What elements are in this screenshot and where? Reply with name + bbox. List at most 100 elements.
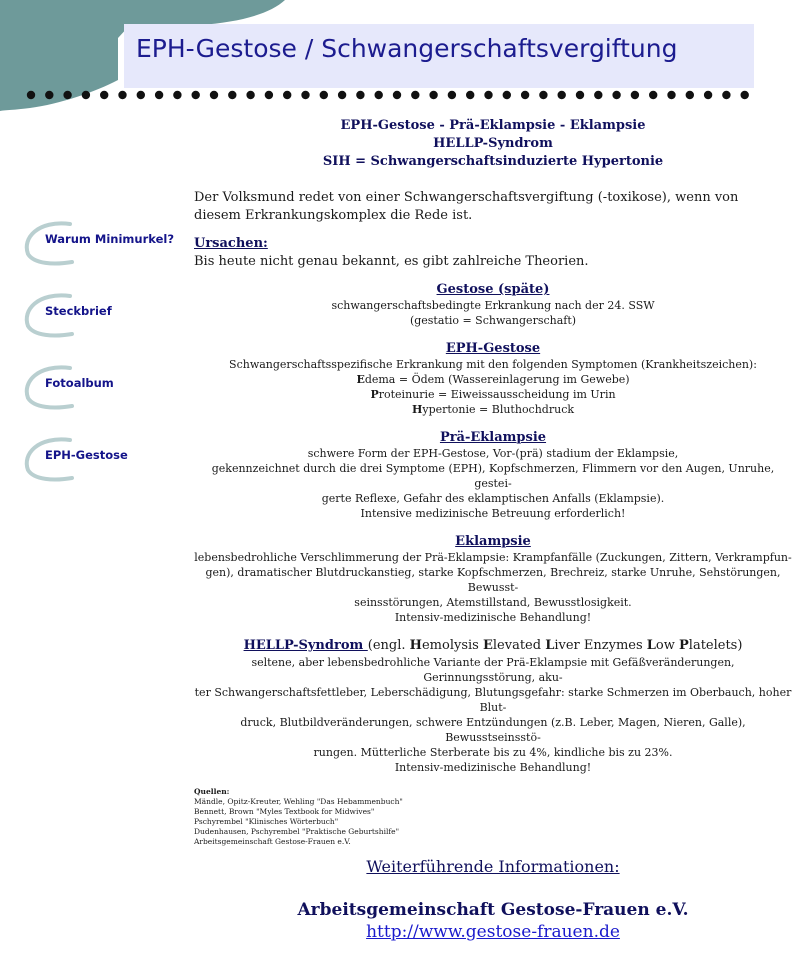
nav-arc-icon [24,437,74,482]
divider-dot [118,90,127,100]
divider-dot [301,90,310,100]
divider-dot [173,90,182,100]
nav-item-steckbrief[interactable]: Steckbrief [20,290,190,346]
divider-dot [81,90,91,100]
hellp-l2: L [646,638,656,653]
divider-dot [703,90,713,100]
eph-e-letter: E [356,373,365,386]
divider-dot [209,90,219,100]
eklampsie-section: Eklampsie lebensbedrohliche Verschlimmer… [194,533,792,625]
org-name: Arbeitsgemeinschaft Gestose-Frauen e.V. [297,900,689,920]
nav-arc-icon [24,293,74,338]
divider-dot [466,90,475,100]
hellp-line: Intensiv-medizinische Behandlung! [394,761,592,774]
divider-dot [228,90,237,100]
prae-line: schwere Form der EPH-Gestose, Vor-(prä) … [307,447,679,460]
divider-dot [722,90,731,100]
sources-title: Quellen: [194,787,230,796]
divider-dot [283,90,292,100]
corner-decoration [0,0,285,111]
hellp-title: HELLP-Syndrom [243,638,368,653]
gestose-line: (gestatio = Schwangerschaft) [409,314,577,327]
divider-dot [502,90,511,100]
hellp-e-rest: levated [492,638,546,653]
divider-dot [575,90,585,100]
nav-item-eph-gestose[interactable]: EPH-Gestose [20,434,190,490]
further-info: Weiterführende Informationen: Arbeitsgem… [194,857,792,943]
source-item: Dudenhausen, Pschyrembel "Praktische Geb… [194,827,400,836]
nav-label[interactable]: Warum Minimurkel? [45,232,174,246]
ursachen-text: Bis heute nicht genau bekannt, es gibt z… [194,254,589,269]
prae-section: Prä-Eklampsie schwere Form der EPH-Gesto… [194,429,792,521]
eph-section: EPH-Gestose Schwangerschaftsspezifische … [194,340,792,417]
ursachen-block: Ursachen: Bis heute nicht genau bekannt,… [194,235,792,271]
ursachen-title: Ursachen: [194,236,268,251]
further-title: Weiterführende Informationen: [366,857,620,876]
nav-label[interactable]: Steckbrief [45,304,112,318]
divider-dot [392,90,402,100]
nav-item-warum-minimurkel[interactable]: Warum Minimurkel? [20,218,190,274]
hellp-p: P [679,638,689,653]
nav-item-fotoalbum[interactable]: Fotoalbum [20,362,190,418]
divider-dot [411,90,420,100]
eklampsie-line: gen), dramatischer Blutdruckanstieg, sta… [205,566,781,594]
nav-arc-icon [24,221,74,266]
nav-arc-icon [24,365,74,410]
hellp-line: rungen. Mütterliche Sterberate bis zu 4%… [313,746,673,759]
divider-dot [740,90,749,100]
hellp-l1-rest: iver Enzymes [554,638,647,653]
nav-label[interactable]: EPH-Gestose [45,448,128,462]
dotted-divider [26,90,749,100]
prae-line: Intensive medizinische Betreuung erforde… [360,507,626,520]
eph-proteinurie: Proteinurie = Eiweissausscheidung im Uri… [194,387,792,402]
eklampsie-title: Eklampsie [455,534,531,549]
eph-title: EPH-Gestose [445,341,541,356]
divider-dot [667,90,676,100]
intro-line: HELLP-Syndrom [433,136,553,151]
nav-label[interactable]: Fotoalbum [45,376,114,390]
divider-dot [630,90,640,100]
source-item: Bennett, Brown "Myles Textbook for Midwi… [194,807,375,816]
eph-p-letter: P [370,388,379,401]
divider-dot [191,90,200,100]
divider-dot [612,90,621,100]
intro-line: SIH = Schwangerschaftsinduzierte Hyperto… [322,154,664,169]
eph-line: Schwangerschaftsspezifische Erkrankung m… [229,358,757,371]
divider-dot [374,90,383,100]
eph-hypertonie: Hypertonie = Bluthochdruck [194,402,792,417]
divider-dot [100,90,109,100]
prae-line: gerte Reflexe, Gefahr des eklamptischen … [321,492,665,505]
divider-dot [594,90,603,100]
divider-dot [356,90,365,100]
divider-dot [557,90,566,100]
eph-p-rest: roteinurie = Eiweissausscheidung im Urin [378,388,616,401]
hellp-line: druck, Blutbildveränderungen, schwere En… [240,716,746,744]
divider-dot [447,90,457,100]
source-item: Mändle, Opitz-Kreuter, Wehling "Das Heba… [194,797,403,806]
prae-line: gekennzeichnet durch die drei Symptome (… [211,462,775,490]
website-link[interactable]: http://www.gestose-frauen.de [366,922,620,942]
hellp-h-rest: emolysis [421,638,483,653]
eklampsie-line: lebensbedrohliche Verschlimmerung der Pr… [194,551,792,564]
eph-edema: Edema = Ödem (Wassereinlagerung im Geweb… [194,372,792,387]
hellp-h: H [409,638,422,653]
divider-dot [337,90,347,100]
page-title: EPH-Gestose / Schwangerschaftsvergiftung [136,34,678,63]
eklampsie-line: seinsstörungen, Atemstillstand, Bewusstl… [354,596,632,609]
divider-dot [649,90,658,100]
hellp-e: E [482,638,493,653]
divider-dot [520,90,530,100]
prae-title: Prä-Eklampsie [439,430,547,445]
divider-dot [539,90,548,100]
hellp-l2-rest: ow [655,638,679,653]
divider-dot [154,90,164,100]
hellp-eng-open: (engl. [367,638,410,653]
hellp-section: HELLP-Syndrom (engl. Hemolysis Elevated … [194,637,792,775]
eph-h-rest: ypertonie = Bluthochdruck [422,403,575,416]
title-banner [124,24,754,88]
source-item: Arbeitsgemeinschaft Gestose-Frauen e.V. [194,837,351,846]
hellp-l1: L [545,638,555,653]
divider-dot [319,90,328,100]
divider-dot [264,90,274,100]
source-item: Pschyrembel "Klinisches Wörterbuch" [194,817,339,826]
